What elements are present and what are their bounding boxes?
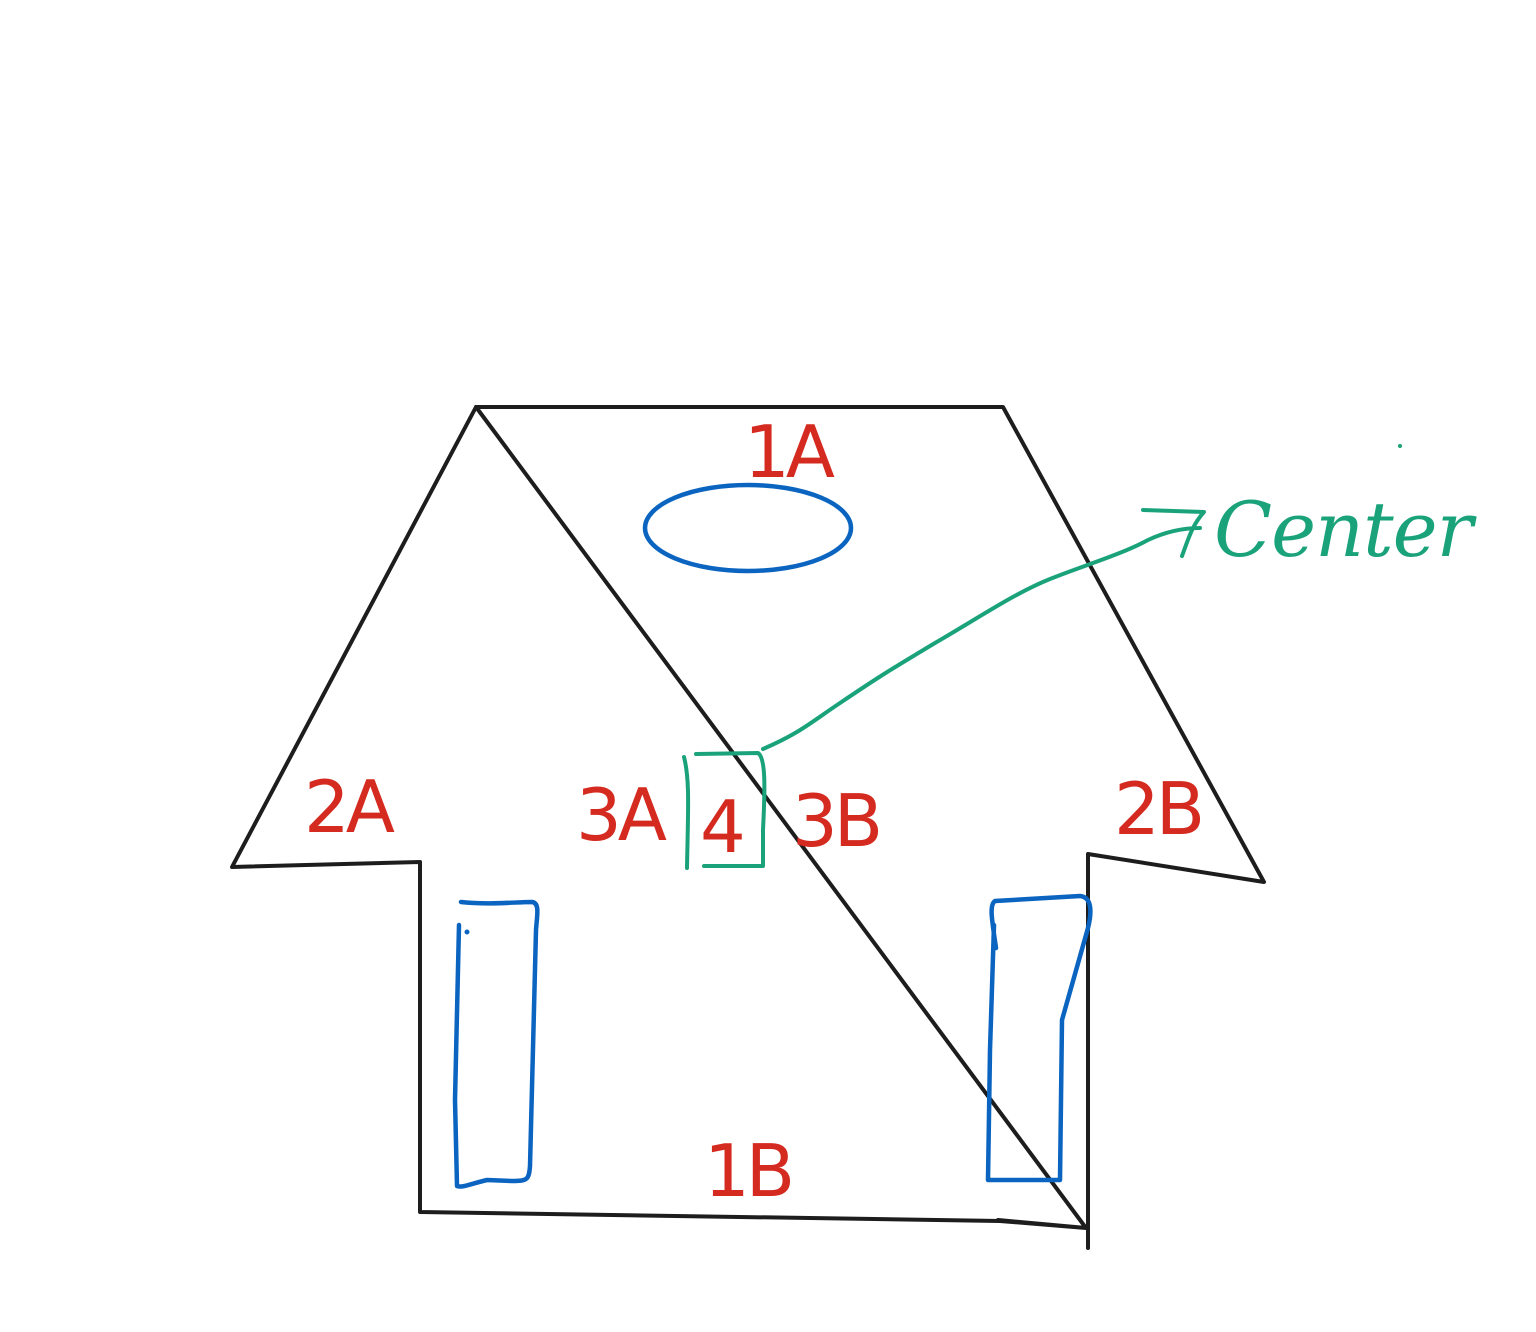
building-outline [230,405,1266,1250]
zone-label-3a: 3A [576,773,667,857]
oval-fixture [642,482,854,574]
center-callout-label: Center [1214,485,1478,574]
center-box [682,751,767,870]
zone-label-2b: 2B [1114,767,1201,851]
zone-label-1a: 1A [744,410,835,494]
zone-label-2a: 2A [304,765,395,849]
left-rectangle-fixture [452,899,540,1189]
right-rectangle-fixture [985,893,1093,1183]
stray-pen-dot [1398,444,1402,448]
left-rectangle-dot [464,929,470,935]
zone-label-4: 4 [700,785,742,869]
zone-label-1b: 1B [704,1129,791,1213]
zone-label-3b: 3B [792,779,879,863]
arrow-head-icon [1141,508,1206,558]
center-callout-line [761,526,1202,751]
